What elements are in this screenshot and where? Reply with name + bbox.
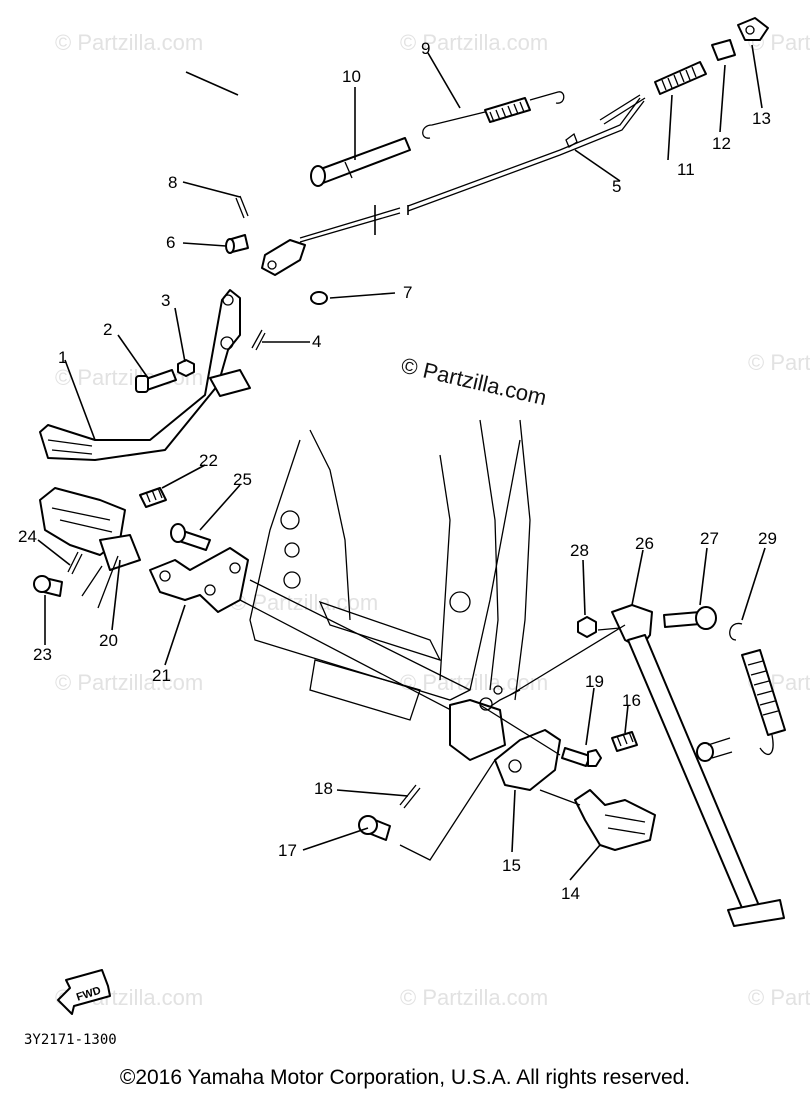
callout-13: 13 bbox=[752, 109, 771, 128]
bracket-21 bbox=[149, 547, 249, 613]
washer-7 bbox=[310, 291, 328, 305]
callout-25: 25 bbox=[233, 470, 252, 489]
callout-16: 16 bbox=[622, 691, 641, 710]
sidestand bbox=[611, 604, 785, 927]
bolt-25 bbox=[170, 523, 211, 551]
callout-8: 8 bbox=[168, 173, 177, 192]
pipe-10 bbox=[310, 137, 411, 187]
callout-17: 17 bbox=[278, 841, 297, 860]
footrest-spring-22 bbox=[139, 487, 167, 508]
footrest-right bbox=[574, 789, 656, 851]
clevis-pin-6 bbox=[225, 234, 249, 254]
callout-labels: 1 2 3 4 5 6 7 8 9 10 11 12 13 14 15 16 1… bbox=[18, 39, 777, 903]
center-watermark: © Partzilla.com bbox=[399, 353, 549, 411]
pedal-nut bbox=[177, 359, 195, 377]
spring-9 bbox=[422, 91, 565, 139]
joint-12 bbox=[711, 39, 736, 61]
watermark: © Partzilla.com bbox=[400, 985, 548, 1010]
cotter-pin-8 bbox=[235, 195, 249, 219]
nut-28 bbox=[577, 616, 597, 638]
pin-17 bbox=[358, 815, 391, 841]
leader-lines bbox=[37, 44, 766, 881]
cotter-pin-24 bbox=[67, 551, 83, 575]
copyright-notice: ©2016 Yamaha Motor Corporation, U.S.A. A… bbox=[119, 1066, 691, 1089]
watermark: © Partzilla.com bbox=[748, 985, 810, 1010]
callout-9: 9 bbox=[421, 39, 430, 58]
pedal-bolt bbox=[135, 369, 177, 393]
brake-rod bbox=[299, 94, 646, 243]
brake-rod-joint bbox=[261, 239, 306, 276]
callout-15: 15 bbox=[502, 856, 521, 875]
watermark: © Partzilla.com bbox=[748, 350, 810, 375]
callout-29: 29 bbox=[758, 529, 777, 548]
callout-27: 27 bbox=[700, 529, 719, 548]
adjusting-nut-13 bbox=[737, 17, 769, 41]
watermark: © Partzilla.com bbox=[55, 670, 203, 695]
callout-14: 14 bbox=[561, 884, 580, 903]
cotter-pin-18 bbox=[399, 784, 421, 809]
callout-19: 19 bbox=[585, 672, 604, 691]
callout-22: 22 bbox=[199, 451, 218, 470]
callout-18: 18 bbox=[314, 779, 333, 798]
spring-11 bbox=[654, 61, 707, 95]
callout-11: 11 bbox=[677, 160, 695, 179]
callout-5: 5 bbox=[612, 177, 621, 196]
frame-illustration bbox=[239, 419, 531, 761]
callout-26: 26 bbox=[635, 534, 654, 553]
spring-16 bbox=[611, 731, 638, 752]
cotter-pin-4 bbox=[251, 329, 266, 351]
callout-1: 1 bbox=[58, 348, 67, 367]
fwd-arrow-icon: FWD bbox=[57, 969, 111, 1015]
callout-10: 10 bbox=[342, 67, 361, 86]
watermark: © Partzilla.com bbox=[230, 590, 378, 615]
footrest-left bbox=[39, 487, 141, 571]
callout-2: 2 bbox=[103, 320, 112, 339]
watermark: © Partzilla.com bbox=[55, 30, 203, 55]
watermark: © Partzilla.com bbox=[400, 30, 548, 55]
pin-23 bbox=[33, 575, 63, 597]
callout-7: 7 bbox=[403, 283, 412, 302]
bolt-19 bbox=[561, 747, 602, 767]
callout-20: 20 bbox=[99, 631, 118, 650]
diagram-code: 3Y2171-1300 bbox=[24, 1032, 117, 1048]
callout-21: 21 bbox=[152, 666, 171, 685]
callout-4: 4 bbox=[312, 332, 321, 351]
callout-23: 23 bbox=[33, 645, 52, 664]
callout-3: 3 bbox=[161, 291, 170, 310]
callout-27-28: 28 bbox=[570, 541, 589, 560]
bolt-27 bbox=[663, 606, 717, 630]
callout-12: 12 bbox=[712, 134, 731, 153]
brake-pedal bbox=[39, 289, 251, 461]
callout-6: 6 bbox=[166, 233, 175, 252]
callout-24: 24 bbox=[18, 527, 37, 546]
spring-29 bbox=[729, 622, 786, 756]
